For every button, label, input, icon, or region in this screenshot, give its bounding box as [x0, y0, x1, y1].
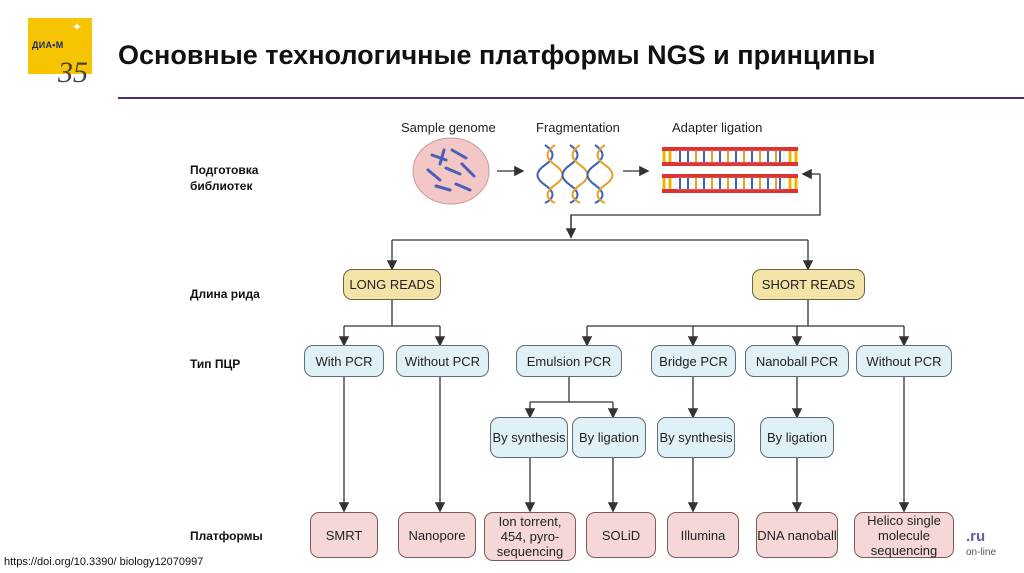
- platform-illumina: Illumina: [667, 512, 739, 558]
- row-label-library-prep: Подготовка библиотек: [190, 163, 259, 193]
- method-emulsion-ligation: By ligation: [572, 417, 646, 458]
- short-reads-box: SHORT READS: [752, 269, 865, 300]
- pcr-emulsion: Emulsion PCR: [516, 345, 622, 377]
- stage-adapter-ligation: Adapter ligation: [672, 120, 763, 135]
- platform-dna-nanoball: DNA nanoball: [756, 512, 838, 558]
- pcr-with-pcr: With PCR: [304, 345, 384, 377]
- diam-logo: ✦ ДИА•М: [28, 18, 92, 74]
- row-label-read-length: Длина рида: [190, 287, 260, 301]
- method-emulsion-synthesis: By synthesis: [490, 417, 568, 458]
- pcr-nanoball: Nanoball PCR: [745, 345, 849, 377]
- logo-number: 35: [58, 56, 88, 89]
- method-bridge-synthesis: By synthesis: [657, 417, 735, 458]
- slide-title: Основные технологичные платформы NGS и п…: [118, 40, 876, 70]
- platform-smrt: SMRT: [310, 512, 378, 558]
- pcr-without-pcr-short: Without PCR: [856, 345, 952, 377]
- pcr-bridge: Bridge PCR: [651, 345, 736, 377]
- platform-nanopore: Nanopore: [398, 512, 476, 558]
- title-divider: [118, 97, 1024, 99]
- stage-fragmentation: Fragmentation: [536, 120, 620, 135]
- long-reads-box: LONG READS: [343, 269, 441, 300]
- method-nanoball-ligation: By ligation: [760, 417, 834, 458]
- brand-online: on-line: [966, 547, 997, 558]
- adapter-ligation-illustration: [662, 147, 798, 193]
- doi-citation: https://doi.org/10.3390/ biology12070997: [4, 556, 204, 568]
- row-label-pcr-type: Тип ПЦР: [190, 357, 241, 371]
- platform-helico: Helico single molecule sequencing: [854, 512, 954, 558]
- platform-ion-torrent: Ion torrent, 454, pyro-sequencing: [484, 512, 576, 561]
- star-icon: ✦: [72, 20, 83, 34]
- stage-sample-genome: Sample genome: [401, 120, 496, 135]
- sample-genome-illustration: [412, 137, 490, 205]
- logo-text: ДИА•М: [32, 40, 64, 50]
- platform-solid: SOLiD: [586, 512, 656, 558]
- row-label-platforms: Платформы: [190, 529, 263, 543]
- fragmentation-illustration: [536, 144, 614, 204]
- pcr-without-pcr-long: Without PCR: [396, 345, 489, 377]
- brand-ru: .ru: [966, 528, 986, 545]
